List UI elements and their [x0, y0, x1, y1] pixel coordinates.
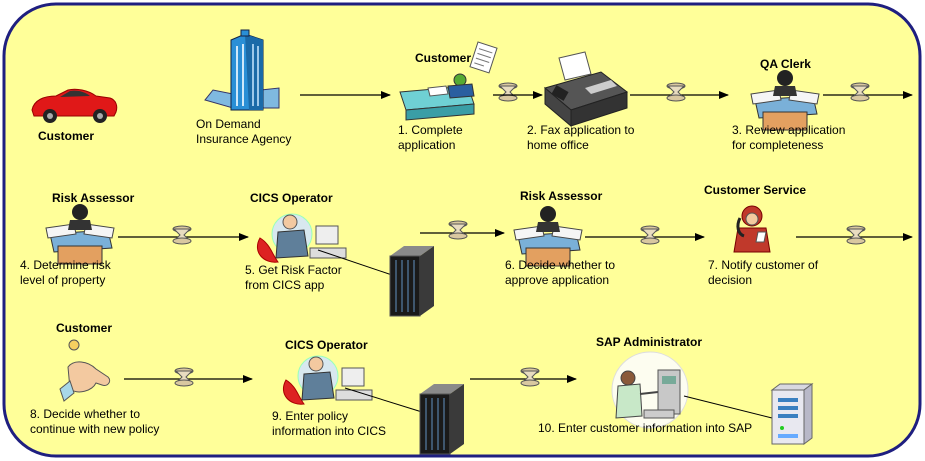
step-1-line-2: application — [398, 138, 455, 152]
agency-label-line-2: Insurance Agency — [196, 132, 291, 146]
step-8-role: Customer — [56, 321, 112, 335]
sap-server-icon — [770, 383, 814, 445]
agency-label-line-1: On Demand — [196, 117, 261, 131]
step-10-role: SAP Administrator — [596, 335, 702, 349]
step-4-line-1: 4. Determine risk — [20, 258, 112, 272]
step-2-line-2: home office — [527, 138, 589, 152]
office-building-icon — [204, 29, 280, 111]
document-icon — [469, 41, 498, 74]
connector-line — [683, 395, 773, 419]
step-2-line-1: 2. Fax application to — [527, 123, 635, 137]
step-5-role: CICS Operator — [250, 191, 333, 205]
connector-line — [317, 249, 393, 276]
step-5-line-1: 5. Get Risk Factor — [245, 263, 342, 277]
step-6-role: Risk Assessor — [520, 189, 603, 203]
step-7-role: Customer Service — [704, 183, 806, 197]
step-8-line-1: 8. Decide whether to — [30, 407, 140, 421]
fax-machine-icon — [543, 51, 629, 128]
step-3-line-2: for completeness — [732, 138, 823, 152]
phone-agent-icon — [733, 205, 771, 253]
step-10-line-1: 10. Enter customer information into SAP — [538, 421, 752, 435]
step-6-line-2: approve application — [505, 273, 609, 287]
coin-flip-hand-icon — [59, 339, 111, 402]
step-9-role: CICS Operator — [285, 338, 368, 352]
actor-1-role: Customer — [38, 129, 94, 143]
step-5-line-2: from CICS app — [245, 278, 325, 292]
step-3-role: QA Clerk — [760, 57, 811, 71]
step-4-role: Risk Assessor — [52, 191, 135, 205]
step-1-role: Customer — [415, 51, 471, 65]
connector-line — [344, 387, 423, 413]
step-7-line-2: decision — [708, 273, 752, 287]
step-4-line-2: level of property — [20, 273, 105, 287]
mainframe-icon — [419, 383, 465, 455]
step-3-line-1: 3. Review application — [732, 123, 845, 137]
step-1-line-1: 1. Complete — [398, 123, 463, 137]
step-9-line-1: 9. Enter policy — [272, 409, 348, 423]
customer-desk-icon — [399, 73, 475, 121]
step-6-line-1: 6. Decide whether to — [505, 258, 615, 272]
step-9-line-2: information into CICS — [272, 424, 386, 438]
step-8-line-2: continue with new policy — [30, 422, 159, 436]
step-7-line-1: 7. Notify customer of — [708, 258, 819, 272]
car-icon — [31, 88, 118, 123]
mainframe-icon — [389, 245, 435, 317]
sap-administrator-icon — [611, 351, 689, 429]
